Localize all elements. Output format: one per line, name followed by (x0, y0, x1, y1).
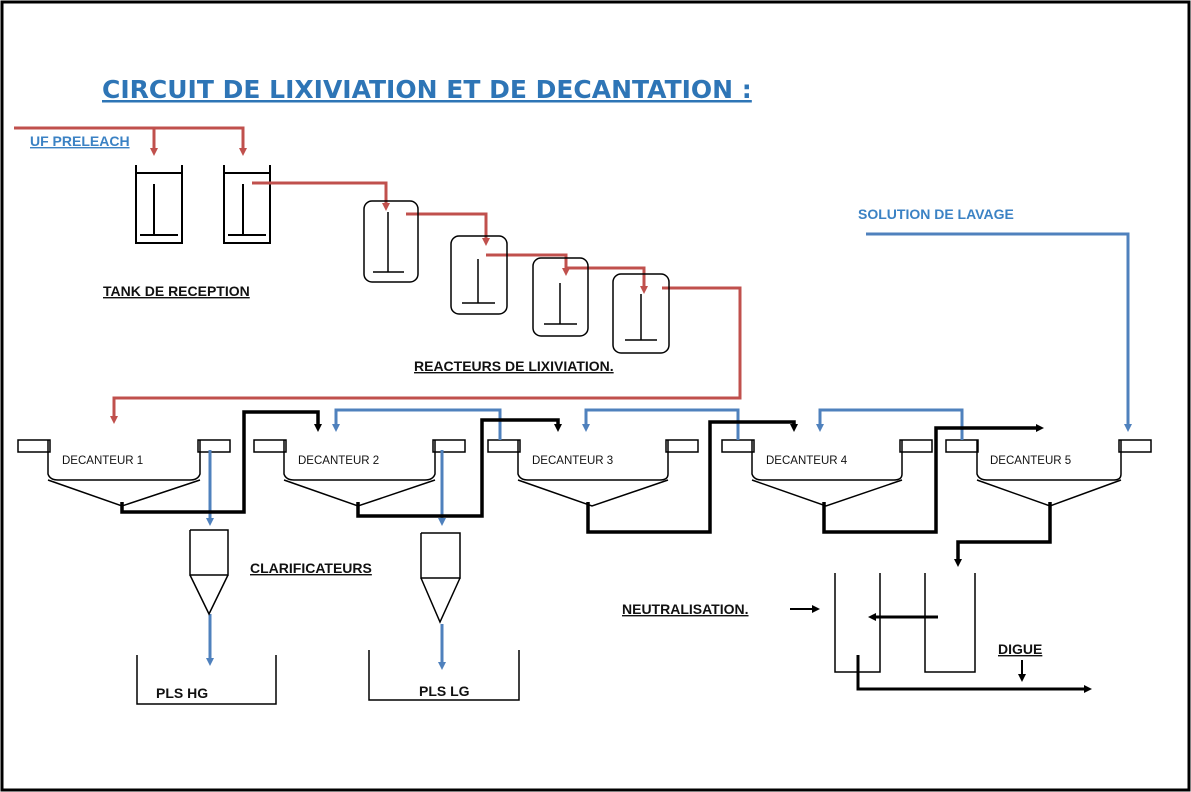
pls-hg-label: PLS HG (156, 685, 208, 701)
neutralisation-arrows-black (790, 605, 1092, 693)
wash-countercurrent-blue (332, 408, 964, 440)
underflow-lines-black (120, 410, 1052, 567)
decanteur-4 (721, 439, 933, 507)
overflow-to-clarifiers-blue (206, 450, 446, 670)
decanteur-4-label: DECANTEUR 4 (766, 455, 848, 467)
uf-preleach-label: UF PRELEACH (30, 133, 130, 149)
decanteur-1-label: DECANTEUR 1 (62, 455, 143, 467)
reacteurs-label: REACTEURS DE LIXIVIATION. (414, 358, 614, 374)
reactor-3 (532, 257, 589, 337)
decanteur-5 (945, 439, 1152, 507)
diagram-title: CIRCUIT DE LIXIVIATION ET DE DECANTATION… (102, 75, 752, 104)
pls-hg-basin (136, 655, 277, 705)
feed-line-red (14, 126, 247, 156)
reception-tank-1 (135, 165, 183, 244)
decanteur-1 (17, 439, 231, 507)
clarificateur-2 (420, 532, 461, 624)
reactor-feed-red (110, 181, 742, 424)
decanteur-3-label: DECANTEUR 3 (532, 455, 613, 467)
neutralisation-tanks (834, 573, 976, 673)
decanteur-2 (253, 439, 466, 507)
decanteur-5-label: DECANTEUR 5 (990, 455, 1071, 467)
pls-lg-basin (368, 650, 520, 701)
clarificateur-1 (189, 529, 229, 616)
wash-solution-line-blue (866, 232, 1132, 432)
reactor-2 (450, 235, 508, 315)
decanteur-2-label: DECANTEUR 2 (298, 455, 379, 467)
solution-lavage-label: SOLUTION DE LAVAGE (858, 206, 1014, 222)
reception-tank-2 (223, 165, 271, 244)
reactor-1 (363, 200, 419, 283)
reactor-4 (612, 273, 670, 354)
neutralisation-label: NEUTRALISATION. (622, 601, 749, 617)
pls-lg-label: PLS LG (419, 683, 470, 699)
clarificateurs-label: CLARIFICATEURS (250, 560, 372, 576)
decanteur-3 (487, 439, 699, 507)
digue-label: DIGUE (998, 641, 1042, 657)
tank-reception-label: TANK DE RECEPTION (103, 283, 250, 299)
